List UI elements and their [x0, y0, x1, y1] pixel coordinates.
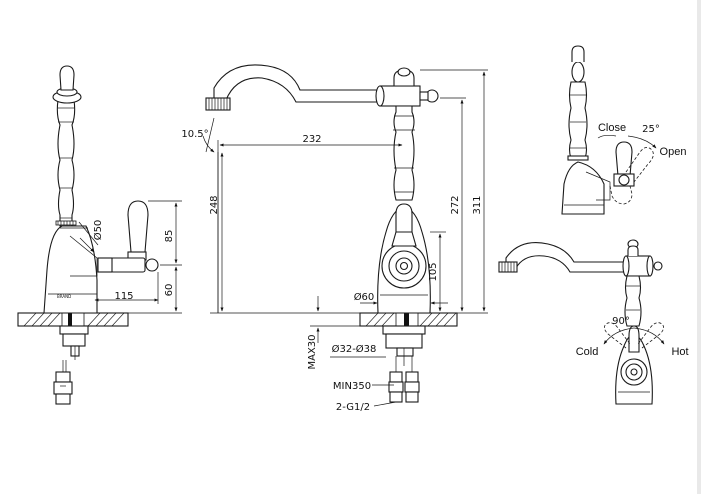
side-underside — [53, 325, 89, 405]
label-open: Open — [660, 146, 687, 158]
dimension-height-272: 272 — [450, 195, 461, 214]
side-body — [43, 225, 98, 314]
dimension-reach-232: 232 — [302, 134, 321, 145]
front-dimensions — [202, 69, 488, 407]
swivel-view: 90° Cold Hot — [498, 239, 689, 405]
side-spout-top — [59, 65, 75, 91]
label-close: Close — [598, 122, 626, 134]
front-view: 10.5° 232 248 272 311 105 Ø60 MAX30 Ø32-… — [181, 64, 488, 413]
label-cold: Cold — [576, 346, 599, 358]
dimension-base-dia-60: Ø60 — [354, 291, 375, 303]
dimension-angle: 10.5° — [181, 129, 208, 140]
side-column — [56, 99, 76, 227]
front-spout-arm — [213, 64, 381, 103]
dimension-height-248: 248 — [209, 195, 220, 214]
label-hot: Hot — [671, 346, 688, 358]
dimension-max-30: MAX30 — [307, 334, 318, 369]
side-view: BRAND 85 60 115 Ø50 — [17, 65, 182, 405]
dimension-min-350: MIN350 — [333, 381, 371, 392]
brand-mark: BRAND — [57, 294, 71, 299]
front-column — [393, 105, 415, 201]
handle-rotation-view: Close 25° Open — [561, 45, 687, 215]
dimension-dia-50: Ø50 — [92, 220, 104, 241]
dimension-height-311: 311 — [472, 195, 483, 214]
dimension-hole-dia: Ø32-Ø38 — [332, 343, 377, 355]
front-countertop — [359, 312, 458, 327]
dimension-60: 60 — [164, 284, 175, 297]
dimension-85: 85 — [164, 230, 175, 243]
dimension-connection: 2-G1/2 — [336, 402, 370, 413]
front-handle — [395, 203, 413, 233]
label-rotation-angle: 90° — [612, 316, 630, 327]
label-close-angle: 25° — [642, 124, 660, 135]
side-countertop — [17, 312, 129, 327]
side-handle — [97, 200, 159, 273]
dimension-115: 115 — [114, 291, 133, 302]
right-edge-strip — [697, 0, 701, 494]
side-dimensions — [78, 200, 182, 314]
front-underside — [382, 325, 426, 403]
dimension-height-105: 105 — [428, 262, 439, 281]
